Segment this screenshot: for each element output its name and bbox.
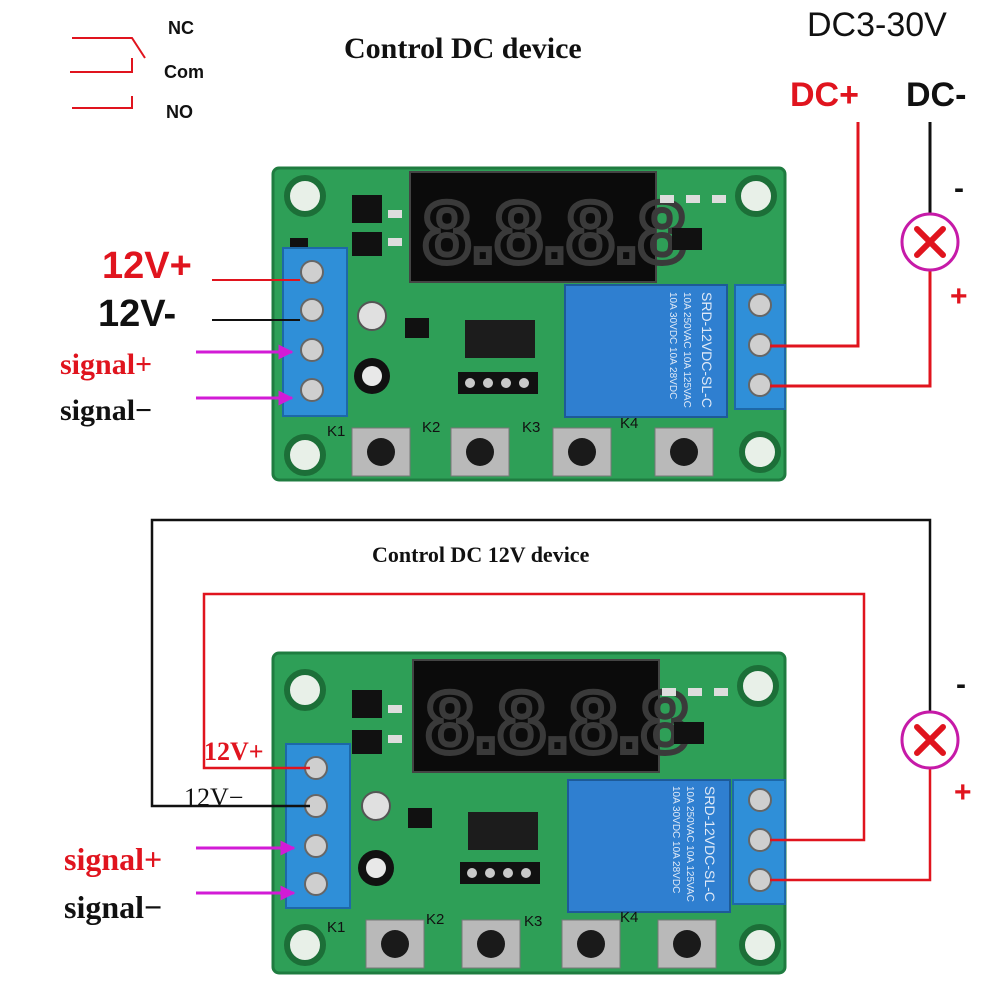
top-relay-model: SRD-12VDC-SL-C (699, 292, 715, 408)
top-title: Control DC device (344, 32, 582, 65)
bottom-wire-load (770, 768, 932, 882)
bottom-button-k3[interactable] (561, 919, 621, 969)
bottom-mounting-hole (739, 924, 781, 966)
bottom-12v-minus-label: 12V− (184, 783, 243, 812)
top-mounting-hole (284, 434, 326, 476)
bottom-relay-rating-1: 10A 250VAC 10A 125VAC (684, 786, 695, 902)
top-capacitor (357, 301, 387, 331)
bottom-relay (567, 779, 731, 913)
top-relay-terminal-screw (748, 373, 772, 397)
bottom-mounting-hole (284, 924, 326, 966)
top-display-digits: 8.8.8.8 (423, 185, 686, 281)
legend-com-line (70, 58, 133, 73)
top-button-k1[interactable] (351, 427, 411, 477)
top-relay-terminal-screw (748, 333, 772, 357)
bottom-signal-plus-label: signal+ (64, 841, 162, 877)
legend-no-line (72, 96, 133, 109)
bottom-terminal-screw (304, 872, 328, 896)
bottom-capacitor (361, 791, 391, 821)
bottom-terminal-screw (304, 834, 328, 858)
legend-nc-line (72, 37, 146, 59)
top-key-label: K4 (620, 415, 638, 432)
bottom-seven-segment-display (412, 659, 660, 773)
top-load-minus-label: - (954, 172, 964, 205)
top-mounting-hole (735, 175, 777, 217)
bottom-relay-terminal-screw (748, 868, 772, 892)
top-button-k4[interactable] (654, 427, 714, 477)
bottom-ic-chip (468, 812, 538, 850)
bottom-key-label: K4 (620, 909, 638, 926)
top-relay-terminal-screw (748, 293, 772, 317)
top-wire-dc-plus (770, 122, 860, 348)
top-relay-rating-1: 10A 250VAC 10A 125VAC (681, 292, 692, 408)
top-load-plus-label: + (950, 280, 968, 313)
legend-no-label: NO (166, 102, 193, 122)
contact-legend: NC Com NO (70, 18, 204, 122)
bottom-button-k4[interactable] (657, 919, 717, 969)
top-key-label: K3 (522, 419, 540, 436)
supply-range-label: DC3-30V (807, 6, 947, 44)
top-relay-rating-2: 10A 30VDC 10A 28VDC (667, 292, 678, 399)
bottom-board: 8.8.8.8 SRD-12VDC-SL-C 10A 250VAC 10A 12… (271, 651, 787, 975)
top-signal-minus-label: signal− (60, 394, 152, 427)
top-seven-segment-display (409, 171, 657, 283)
bottom-mounting-hole (284, 669, 326, 711)
top-terminal-screw (300, 298, 324, 322)
top-terminal-screw (300, 378, 324, 402)
bottom-key-label: K2 (426, 911, 444, 928)
bottom-wire-loop-red (202, 592, 866, 842)
supply-minus-label: DC- (906, 76, 966, 114)
top-mounting-hole (739, 431, 781, 473)
bottom-mounting-hole (737, 665, 779, 707)
top-key-label: K1 (327, 423, 345, 440)
bottom-relay-rating-2: 10A 30VDC 10A 28VDC (670, 786, 681, 893)
bottom-12v-plus-label: 12V+ (204, 737, 264, 766)
supply-plus-label: DC+ (790, 76, 859, 114)
top-mounting-hole (284, 175, 326, 217)
top-board: 8.8.8.8 SRD-12VDC-SL-C 10A 250VAC 10A 12… (271, 166, 787, 482)
top-relay (564, 284, 728, 418)
top-button-k3[interactable] (552, 427, 612, 477)
bottom-button-k1[interactable] (365, 919, 425, 969)
top-signal-plus-label: signal+ (60, 348, 152, 381)
bottom-button-k2[interactable] (461, 919, 521, 969)
bottom-relay-terminal-screw (748, 788, 772, 812)
bottom-key-label: K3 (524, 913, 542, 930)
bottom-load-minus-label: - (956, 668, 966, 701)
legend-nc-label: NC (168, 18, 194, 38)
top-terminal-screw (300, 338, 324, 362)
bottom-title: Control DC 12V device (372, 542, 590, 567)
bottom-load-plus-label: + (954, 776, 972, 809)
bottom-signal-minus-label: signal− (64, 889, 162, 925)
bottom-relay-model: SRD-12VDC-SL-C (702, 786, 718, 902)
top-wiring (196, 122, 960, 406)
bottom-key-label: K1 (327, 919, 345, 936)
top-12v-minus-label: 12V- (98, 293, 176, 335)
top-button-k2[interactable] (450, 427, 510, 477)
top-ic-chip (465, 320, 535, 358)
top-terminal-screw (300, 260, 324, 284)
top-wire-load (770, 270, 932, 388)
bottom-display-digits: 8.8.8.8 (426, 675, 689, 771)
top-key-label: K2 (422, 419, 440, 436)
bottom-relay-terminal-screw (748, 828, 772, 852)
bottom-wiring (150, 518, 960, 901)
top-12v-plus-label: 12V+ (102, 245, 192, 287)
legend-com-label: Com (164, 62, 204, 82)
bottom-wire-loop-black (150, 518, 932, 808)
